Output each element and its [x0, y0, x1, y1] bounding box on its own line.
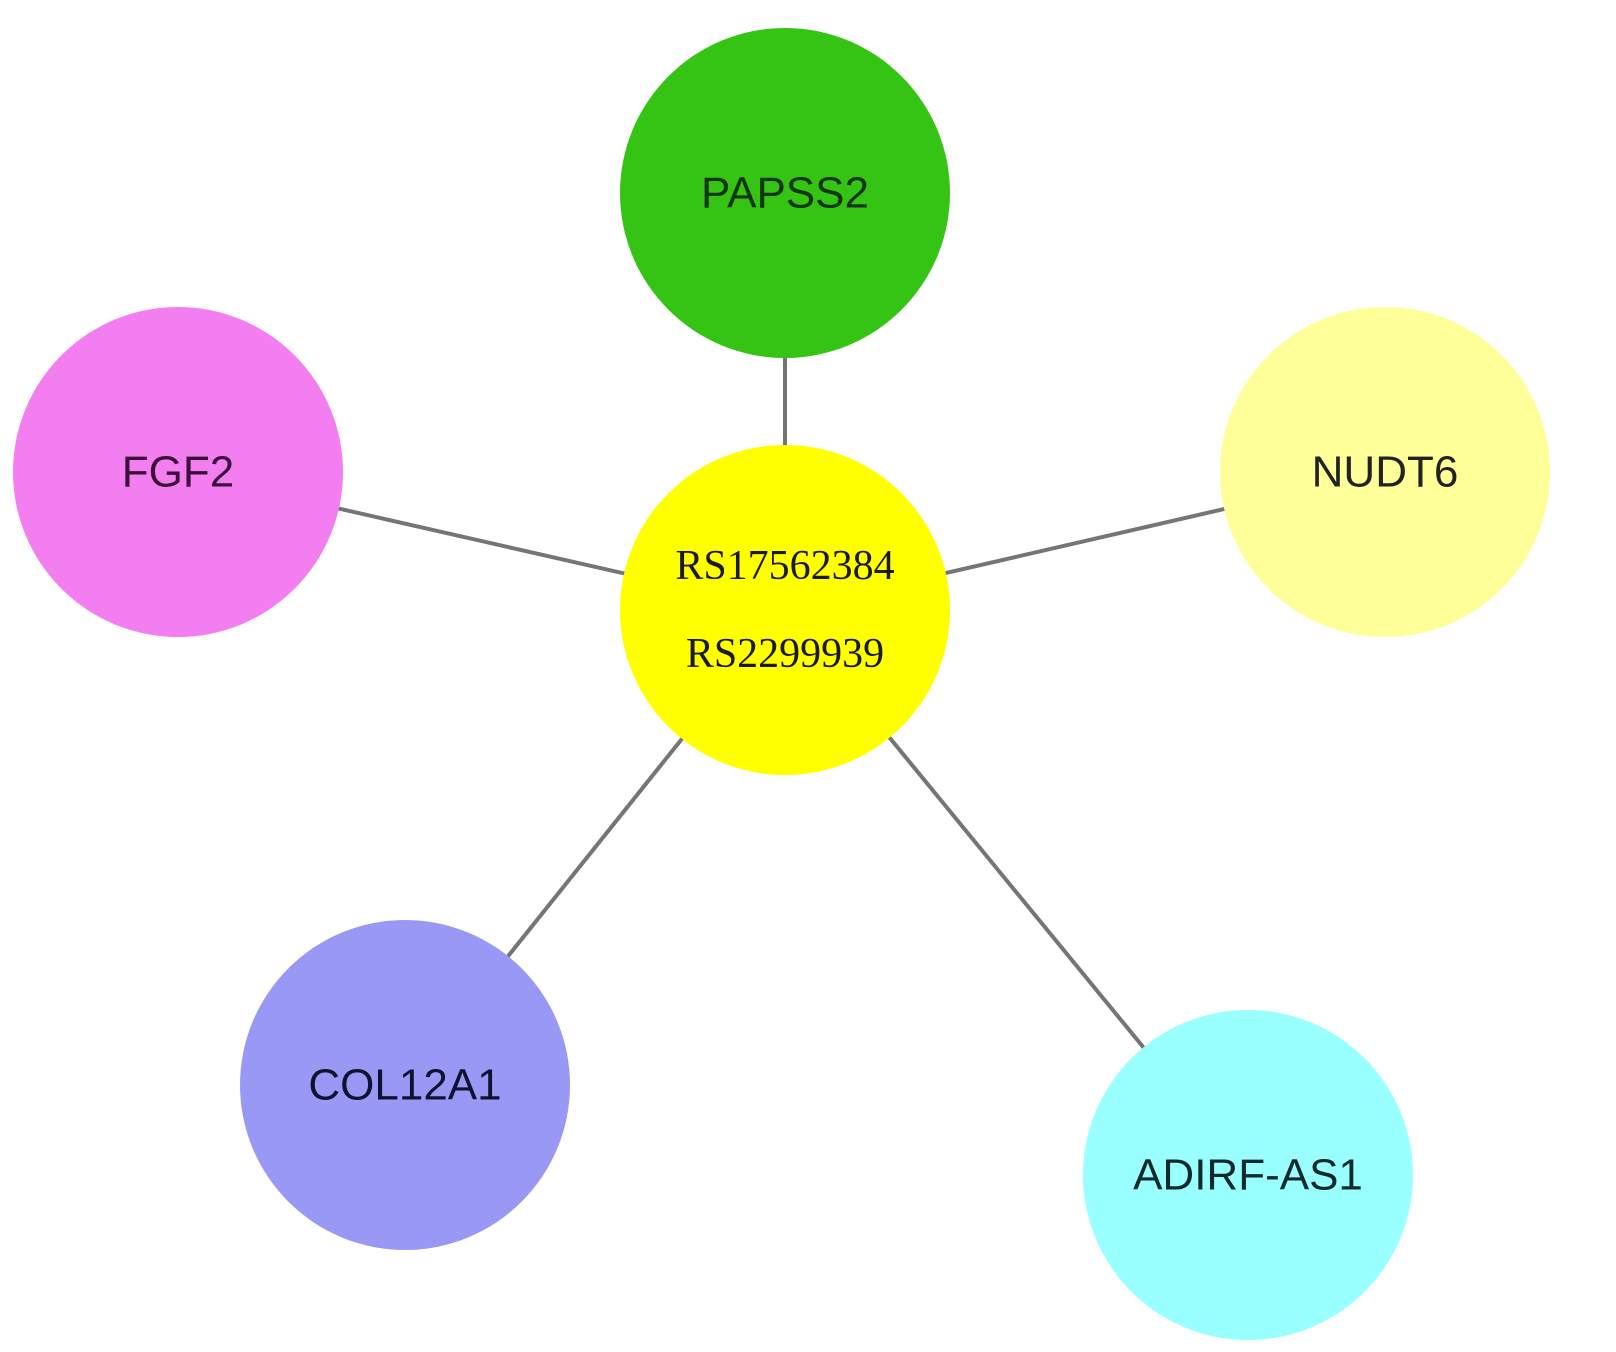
node-circle-adirf-as1 [1083, 1010, 1413, 1340]
center-label-1: RS17562384 [675, 543, 894, 589]
node-fgf2: FGF2 [13, 307, 343, 637]
node-papss2: PAPSS2 [620, 28, 950, 358]
node-circle-col12a1 [240, 920, 570, 1250]
node-circle-fgf2 [13, 307, 343, 637]
node-circle-center [620, 445, 950, 775]
node-label-papss2: PAPSS2 [701, 169, 869, 218]
node-label-nudt6: NUDT6 [1312, 448, 1459, 497]
node-col12a1: COL12A1 [240, 920, 570, 1250]
node-label-col12a1: COL12A1 [308, 1061, 501, 1110]
node-adirf-as1: ADIRF-AS1 [1083, 1010, 1413, 1340]
node-circle-papss2 [620, 28, 950, 358]
node-nudt6: NUDT6 [1220, 307, 1550, 637]
node-label-adirf-as1: ADIRF-AS1 [1133, 1151, 1363, 1200]
node-label-fgf2: FGF2 [122, 448, 234, 497]
node-circle-nudt6 [1220, 307, 1550, 637]
center-label-2: RS2299939 [686, 631, 884, 677]
